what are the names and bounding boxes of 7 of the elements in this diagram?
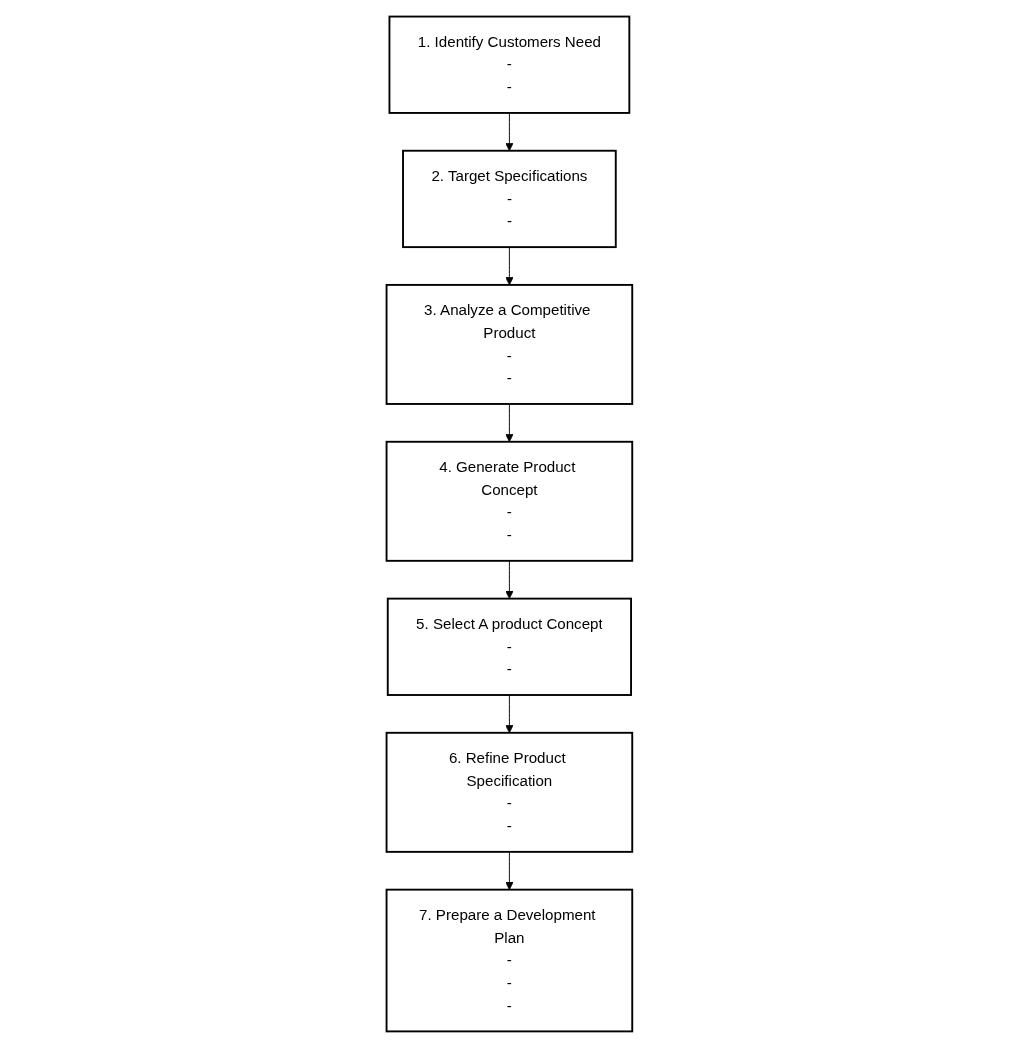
node-box: 3. Analyze a Competitive Product - - [385, 283, 634, 405]
node-box: 7. Prepare a Development Plan - - - [385, 888, 634, 1032]
node-box: 1. Identify Customers Need - - [388, 15, 631, 114]
node-box: 4. Generate Product Concept - - [385, 440, 634, 562]
node-box: 5. Select A product Concept - - [386, 597, 633, 696]
node-box: 2. Target Specifications - - [402, 149, 617, 248]
node-box: 6. Refine Product Specification - - [385, 731, 634, 853]
